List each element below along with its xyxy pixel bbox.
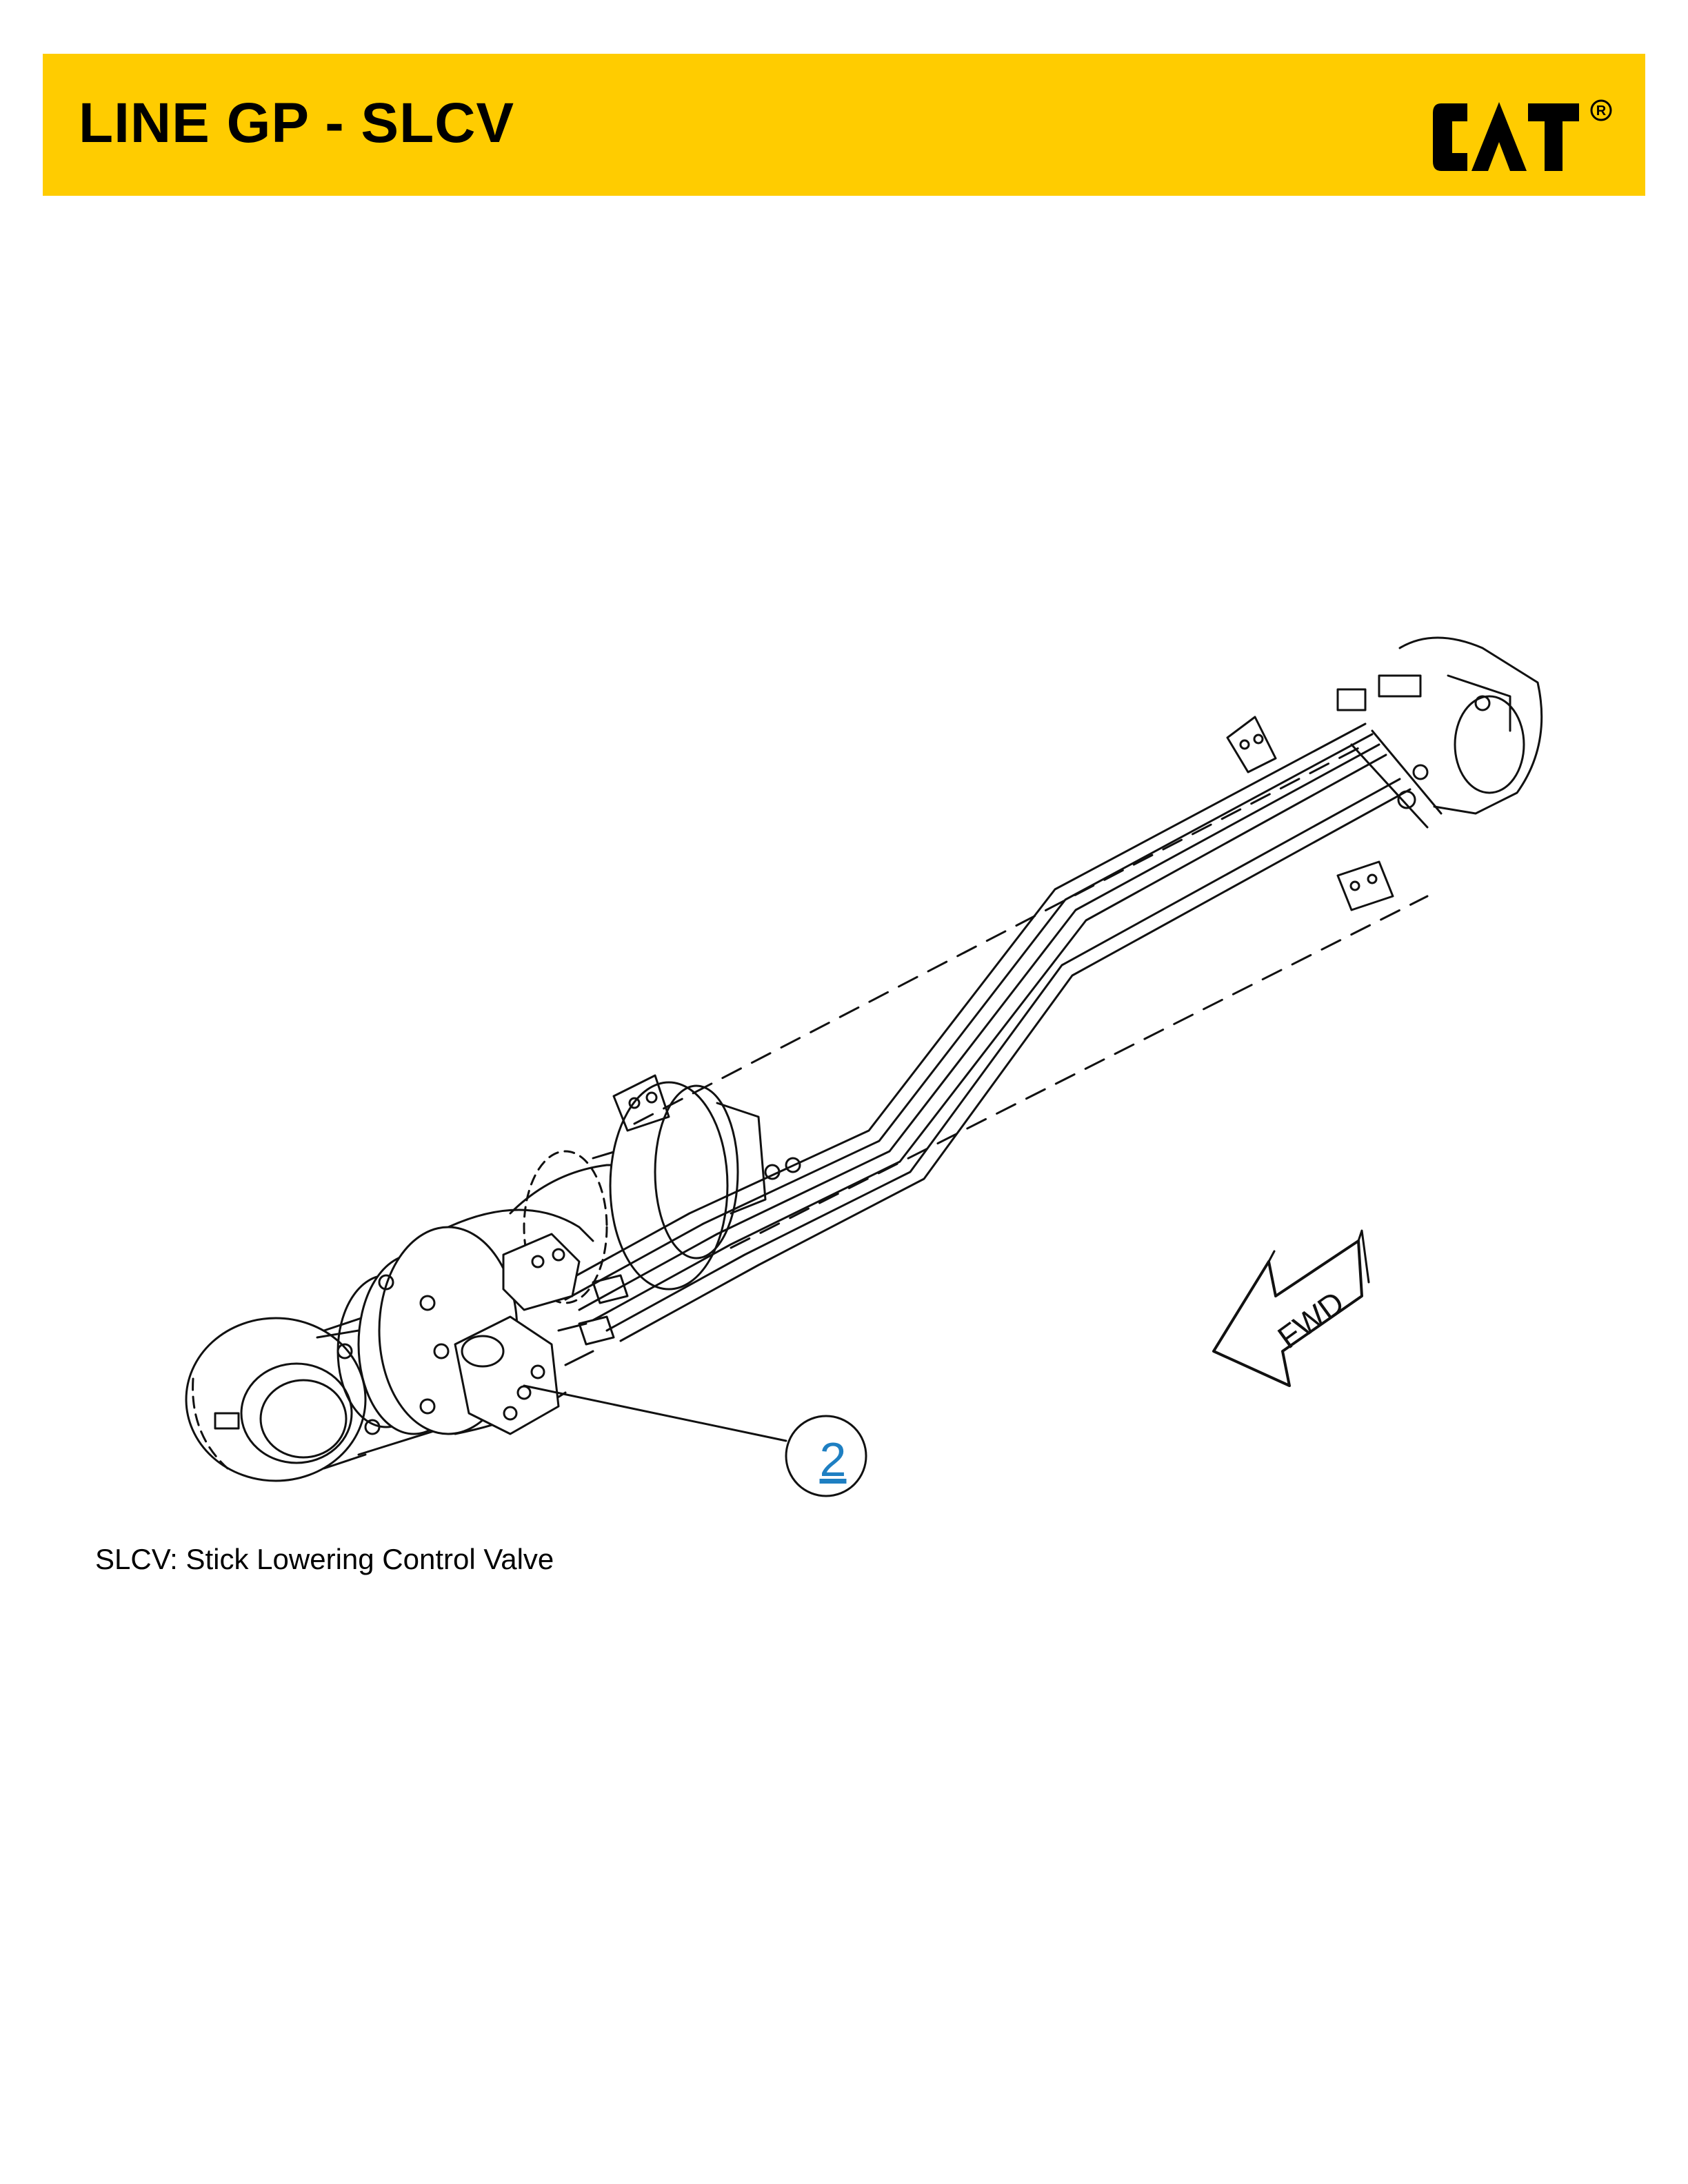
svg-text:R: R	[1596, 103, 1607, 119]
cat-logo: R	[1433, 99, 1612, 171]
callout-circle	[785, 1415, 867, 1497]
slcv-valve	[454, 1233, 629, 1435]
clamp-band	[609, 1074, 801, 1291]
rod-end-eye	[185, 1317, 367, 1482]
header-bar: LINE GP - SLCV R	[43, 54, 1645, 196]
fwd-arrow	[1212, 1229, 1370, 1387]
callout-2-link[interactable]: 2	[819, 1433, 847, 1486]
page-title: LINE GP - SLCV	[79, 92, 515, 154]
hydraulic-lines	[550, 722, 1411, 1342]
cap-end-eye	[1226, 636, 1543, 911]
caption: SLCV: Stick Lowering Control Valve	[95, 1543, 554, 1575]
